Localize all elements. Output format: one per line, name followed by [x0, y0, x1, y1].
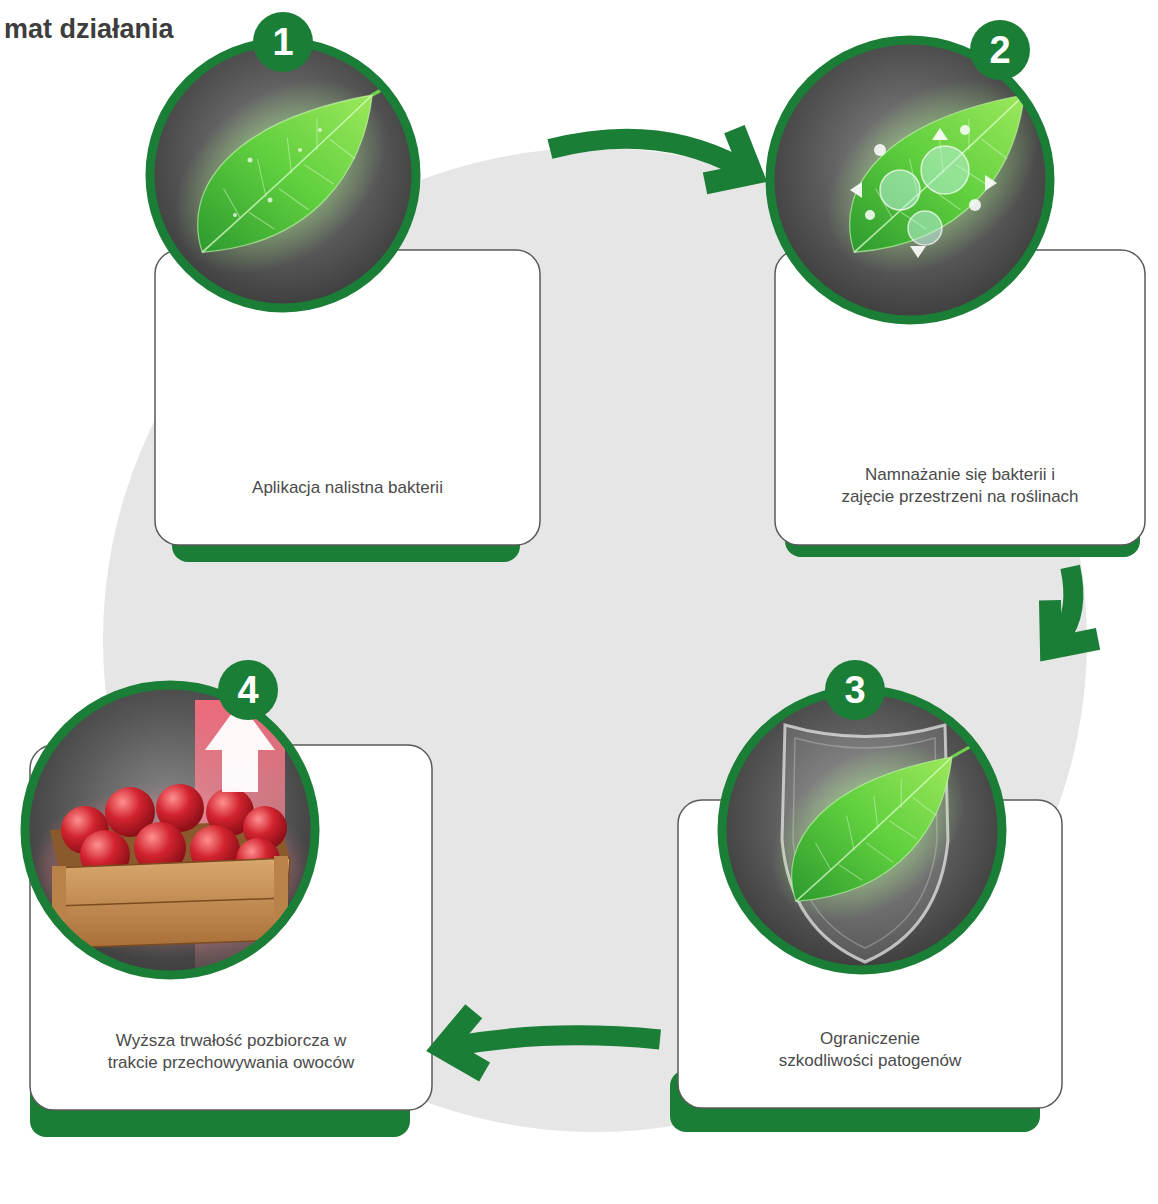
badge-circle — [253, 12, 313, 72]
arrow-head — [1050, 600, 1098, 648]
step-caption: Ograniczenie szkodliwości patogenów — [745, 1028, 995, 1072]
arrow-head — [443, 1011, 485, 1072]
arrow-head — [705, 129, 752, 183]
callout-number: 1 — [272, 23, 293, 61]
card-frame — [670, 660, 1062, 1132]
apple-crate-picture — [40, 700, 300, 1000]
step-card: 1Aplikacja nalistna bakterii — [150, 10, 542, 562]
card-frame — [137, 12, 540, 562]
card-frame — [25, 660, 432, 1137]
step-caption: Wyższa trwałość pozbiorcza w trakcie prz… — [81, 1030, 381, 1074]
step-caption: Namnażanie się bakterii i zajęcie przest… — [810, 464, 1110, 508]
flow-arrow — [443, 1011, 660, 1072]
bacteria-picture — [789, 40, 1076, 314]
callout-number: 4 — [237, 671, 258, 709]
step-card: 2Namnażanie się bakterii i zajęcie przes… — [760, 10, 1150, 559]
leaf-picture — [137, 40, 424, 314]
shield-picture — [736, 706, 999, 962]
badge-circle — [218, 660, 278, 720]
arrow-shaft — [550, 139, 740, 167]
arrow-shaft — [1060, 567, 1074, 638]
step-card: 4Wyższa trwałość pozbiorcza w trakcie pr… — [25, 658, 435, 1140]
flow-arrow — [1050, 567, 1098, 648]
step-caption: Aplikacja nalistna bakterii — [248, 477, 448, 499]
arrow-shaft — [457, 1035, 660, 1045]
badge-circle — [825, 660, 885, 720]
badge-circle — [970, 20, 1030, 80]
callout-number: 3 — [844, 671, 865, 709]
step-card: 3Ograniczenie szkodliwości patogenów — [668, 656, 1065, 1135]
card-frame — [770, 20, 1145, 557]
callout-number: 2 — [989, 31, 1010, 69]
flow-arrow — [550, 129, 752, 183]
diagram-title: mat działania — [4, 14, 174, 45]
